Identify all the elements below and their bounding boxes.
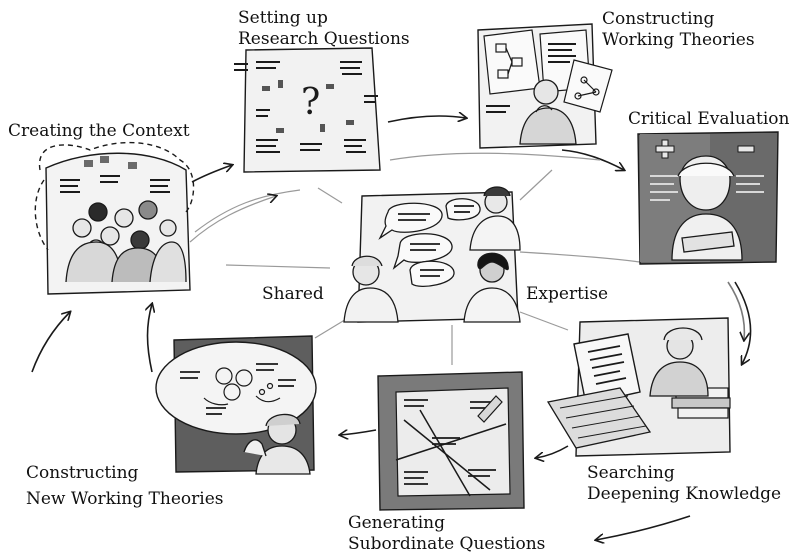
faint-context-to-center xyxy=(194,189,301,233)
arrow-new-theories-to-context xyxy=(148,304,153,373)
label-expertise: Expertise xyxy=(526,284,609,304)
label-setting-up-questions-line-2: Research Questions xyxy=(238,29,410,49)
pencil-icon xyxy=(477,395,503,423)
arrow-searching-to-generating xyxy=(536,445,569,458)
label-critical-evaluation-line-1: Critical Evaluation xyxy=(628,109,790,129)
theories-text-lines xyxy=(486,43,576,113)
new-theories-thought-cloud xyxy=(155,341,317,435)
center-people xyxy=(343,186,521,323)
context-note-2 xyxy=(100,156,109,163)
faint-center-to-evaluation xyxy=(519,251,641,263)
generating-text-lines xyxy=(404,399,498,485)
context-dashed-cloud xyxy=(34,141,195,251)
faint-center-to-searching xyxy=(519,311,569,331)
label-searching-deepening-line-2: Deepening Knowledge xyxy=(587,484,782,504)
question-mark-icon: ? xyxy=(301,82,320,123)
panel-setting-up-questions: ? xyxy=(234,47,381,173)
center-speech-bubbles xyxy=(378,198,481,287)
faint-arrow-up xyxy=(189,196,276,243)
label-constructing-new-theories-line-1: Constructing xyxy=(26,463,139,483)
questions-text-lines xyxy=(234,61,378,153)
panel-generating-subordinate xyxy=(377,371,525,511)
panel-shared-expertise xyxy=(343,186,521,323)
new-theories-text-lines xyxy=(180,363,296,415)
new-theories-diagram xyxy=(203,367,281,406)
center-bubble-text xyxy=(398,205,474,277)
generating-crossed-lines xyxy=(395,409,507,497)
label-searching-deepening-line-1: Searching xyxy=(587,463,675,483)
evaluation-plus-icon xyxy=(655,139,675,159)
label-creating-context: Creating the Context xyxy=(8,121,190,142)
cycle-arrows xyxy=(31,116,752,540)
panel-constructing-new-theories xyxy=(155,335,317,475)
arrow-outer-bottom xyxy=(596,515,691,540)
faint-connectors xyxy=(189,152,641,365)
arrow-generating-to-new-theories xyxy=(340,429,377,435)
label-constructing-new-theories-line-2: New Working Theories xyxy=(26,489,224,509)
new-theories-thinker-figure xyxy=(243,413,311,475)
panel-creating-context xyxy=(34,141,195,295)
theories-sheet-3 xyxy=(563,59,613,113)
label-creating-context-line-1: Creating the Context xyxy=(8,121,190,141)
searching-reader-figure xyxy=(649,327,709,397)
faint-center-to-new-theories xyxy=(314,317,349,339)
context-note-1 xyxy=(84,160,93,167)
evaluation-minus-icon xyxy=(737,145,755,153)
label-generating-subordinate: Generating Subordinate Questions xyxy=(348,513,545,555)
arrow-context-to-questions xyxy=(191,165,232,183)
arrow-theories-to-evaluation xyxy=(561,149,624,170)
evaluation-text-lines xyxy=(650,175,764,201)
evaluation-skeptic-figure xyxy=(671,155,743,261)
searching-keyboard xyxy=(546,387,652,449)
label-setting-up-questions-line-1: Setting up xyxy=(238,8,328,28)
label-critical-evaluation: Critical Evaluation xyxy=(628,109,789,130)
label-constructing-working-theories: Constructing Working Theories xyxy=(602,9,755,51)
theories-diagram-marks xyxy=(495,43,600,100)
panel-constructing-working-theories xyxy=(477,23,613,149)
questions-corner-marks xyxy=(262,80,354,133)
label-setting-up-questions: Setting up Research Questions xyxy=(238,8,410,50)
context-note-3 xyxy=(128,162,137,169)
faint-context-line xyxy=(225,264,331,269)
label-generating-subordinate-line-2: Subordinate Questions xyxy=(348,534,546,554)
faint-center-to-theories xyxy=(519,169,553,201)
label-constructing-new-theories: Constructing New Working Theories xyxy=(26,460,223,512)
faint-top-arc xyxy=(389,152,601,161)
theories-thinker-figure xyxy=(519,79,577,145)
arrow-evaluation-to-searching xyxy=(734,281,752,364)
searching-screen-lines xyxy=(587,345,627,385)
panel-critical-evaluation xyxy=(637,131,779,265)
label-searching-deepening: Searching Deepening Knowledge xyxy=(587,463,781,505)
arrow-outer-left xyxy=(31,312,70,373)
context-group-of-people xyxy=(65,200,187,283)
label-constructing-working-theories-line-2: Working Theories xyxy=(602,30,755,50)
arrow-outer-right xyxy=(727,281,744,340)
label-shared: Shared xyxy=(262,284,324,304)
faint-center-to-questions xyxy=(317,187,343,204)
label-constructing-working-theories-line-1: Constructing xyxy=(602,9,715,29)
arrow-questions-to-theories xyxy=(387,116,466,123)
panel-searching-deepening xyxy=(546,317,731,457)
searching-keys xyxy=(559,395,647,439)
context-text-lines xyxy=(60,175,170,193)
label-generating-subordinate-line-1: Generating xyxy=(348,513,446,533)
